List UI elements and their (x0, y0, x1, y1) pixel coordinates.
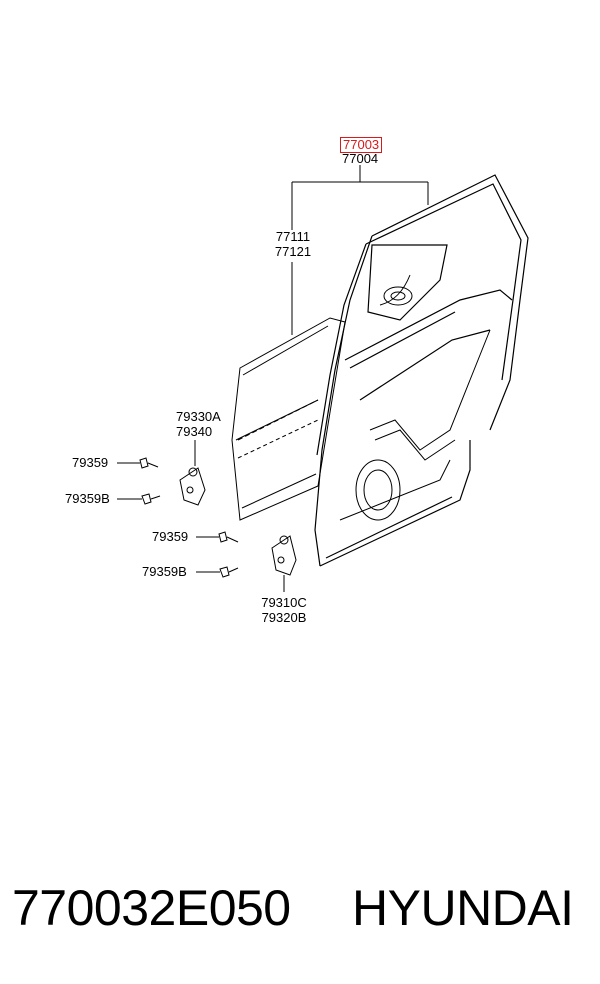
callout-79359b-upper: 79359B (65, 491, 110, 506)
outer-door-panel (231, 317, 346, 521)
callout-77003-highlighted: 77003 (340, 137, 383, 153)
callout-77111: 77111 (275, 229, 311, 244)
callout-79310c: 79310C (261, 595, 307, 610)
brand-text: HYUNDAI (352, 880, 574, 936)
door-frame (314, 174, 529, 567)
callout-77121: 77121 (274, 244, 312, 259)
part-number-text: 770032E050 (12, 880, 291, 936)
callout-79359-upper: 79359 (72, 455, 109, 470)
lower-hinge (271, 535, 297, 592)
callout-79330a: 79330A (176, 409, 221, 424)
bolt-upper-b (117, 493, 161, 505)
bracket-leader-77004 (291, 165, 429, 335)
bolt-upper-a (117, 457, 159, 469)
callout-79359-lower: 79359 (152, 529, 189, 544)
callout-79340: 79340 (176, 424, 213, 439)
callout-79359b-lower: 79359B (142, 564, 187, 579)
callout-77004: 77004 (342, 151, 379, 166)
inner-panel (339, 274, 491, 521)
upper-hinge (179, 440, 206, 506)
bolt-lower-b (196, 566, 239, 578)
handle-opening (383, 286, 413, 306)
speaker-opening (355, 459, 401, 521)
callout-79320b: 79320B (261, 610, 307, 625)
bolt-lower-a (196, 531, 239, 543)
